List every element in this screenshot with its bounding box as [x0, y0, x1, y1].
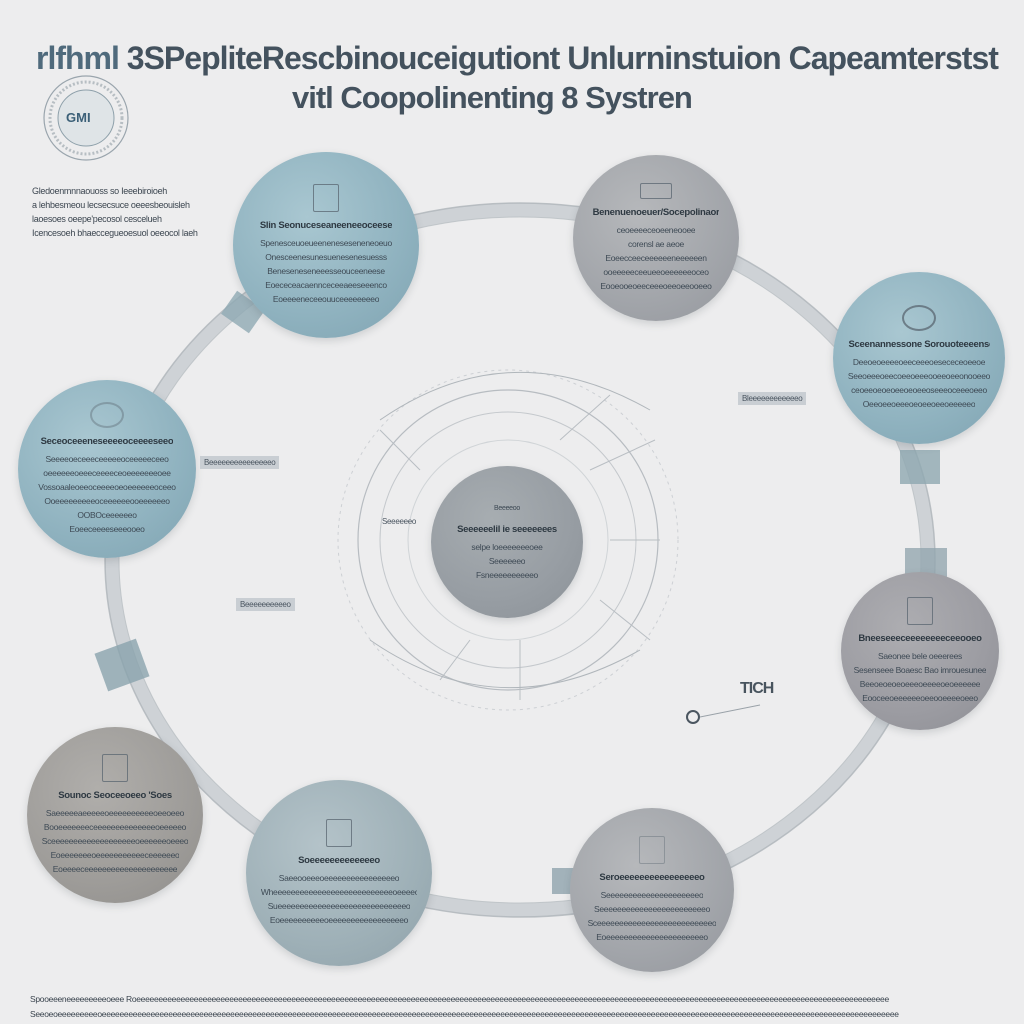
node-line: Sceeeeeeeeeeeeeeeeeeeoeeeeeeoeeeo	[41, 836, 189, 846]
node-line: Saeeooeeeoeeeeeeeeeeeeeeeeo	[278, 873, 400, 883]
node-line: Spenesceuoeueeneneseseneneoeuo	[260, 238, 392, 248]
tablet-icon	[639, 836, 665, 864]
node-line: Onesceenesunesuenesenesuesss	[265, 252, 387, 262]
logo-icon	[43, 75, 129, 161]
node-line: Booeeeeeeeceeeeeeeeeeeeeeoeeeeeo	[43, 822, 187, 832]
tag-inner: Seeeeeeo	[382, 517, 417, 526]
node-bottom-center[interactable]: Soeeeeeeeeeeeeeo Saeeooeeeoeeeeeeeeeeeee…	[246, 780, 432, 966]
center-top: Beeeeoo	[494, 505, 520, 512]
side-text-line: Icencesoeh bhaeccegueoesuol oeeocol laeh	[32, 228, 198, 238]
node-line: Eooeooeoeeceeeoeeoeeooeeo	[600, 281, 712, 291]
node-line: Eoeeceeeeseeeooeo	[69, 524, 145, 534]
node-line: Saeeeeeaeeeeeoeeeeeeeeeeoeeoeeo	[45, 808, 185, 818]
side-text-line: Gledoenmnnaouoss so Ieeebiroioeh	[32, 186, 168, 196]
node-bottom-right[interactable]: Seroeeeeeeeeeeeeeeeeo Seeeeeeeeeeeeeeeee…	[570, 808, 734, 972]
node-bottom-left[interactable]: Sounoc Seoceeoeeo 'Soes Saeeeeeaeeeeeoee…	[27, 727, 203, 903]
node-title: Sounoc Seoceeoeeo 'Soes	[58, 790, 172, 801]
wire-line	[699, 704, 761, 718]
sketch-arc	[369, 639, 641, 689]
node-line: Eoeeeeceeeeeeeeeeeeeeeeeeeee	[52, 864, 178, 874]
node-line: Eoeeeeeeeoeeeeeeeeeeeceeeeeeo	[50, 850, 180, 860]
node-left[interactable]: Seceoceeeneseeeeoceeeeseeo Seeeeoeceeece…	[18, 380, 196, 558]
node-line: Eoeeeeeeeeeeeeeeeeeeeeeeo	[596, 932, 708, 942]
node-title: Seceoceeeneseeeeoceeeeseeo	[40, 436, 174, 447]
folder-icon	[640, 183, 672, 199]
node-line: Sueeeeeeeeeeeeeeeeeeeeeeeeeeeeeo	[267, 901, 411, 911]
document-icon	[313, 184, 339, 212]
node-line: Seeeeoeceeeceeeeeoceeeeeceeo	[45, 454, 169, 464]
node-center[interactable]: Beeeeoo Seeeeeelil ie seeeeeees selpe lo…	[431, 466, 583, 618]
node-title: Seroeeeeeeeeeeeeeeeeo	[599, 872, 705, 883]
node-right[interactable]: Sceenannessone Sorouoteeeensconeo Deeoeo…	[833, 272, 1005, 444]
center-line: Seeeeeeo	[488, 556, 526, 566]
sketch-arc	[379, 371, 651, 421]
node-line: Deeoeoeeeeoeeceeeoesececeoeeoe	[852, 357, 986, 367]
book-icon	[326, 819, 352, 847]
tag-right: Bleeeeeeeeeeeeo	[738, 392, 807, 405]
inner-ring	[337, 369, 679, 711]
node-line: Sceeeeeeeeeeeeeeeeeeeeeeeeeeo	[587, 918, 717, 928]
connector-block	[221, 290, 265, 334]
radial-segments	[379, 394, 660, 700]
node-line: corensl ae aeoe	[628, 239, 684, 249]
wire-ring-icon	[686, 710, 700, 724]
node-line: oeeeeeeoeeeceeeeceoeeeeeeeoee	[43, 468, 171, 478]
center-line: selpe loeeeeeeeoee	[471, 542, 543, 552]
footer-line: Seeoeoeeeeeeeeeoeeeeeeeeeeeeeeeeeeeeeeee…	[30, 1009, 899, 1019]
tag-left-lower: Beeeeeeeeeeo	[236, 598, 295, 611]
node-line: Wheeeeeeeeeeeeeeeeeeeeeeeeeeeoeeeeo	[260, 887, 418, 897]
side-text-line: laoesoes oeepe'pecosol cescelueh	[32, 214, 162, 224]
cloud-icon	[902, 305, 936, 331]
center-line: Fsneeeeeeeeeeo	[476, 570, 538, 580]
node-line: Eoececeacaennceceeaeeseeenco	[265, 280, 387, 290]
page-subtitle: vitl Coopolinenting 8 Systren	[292, 80, 693, 115]
node-line: Seeeeeeeeeeeeeeeeeeeeeeeeo	[593, 904, 711, 914]
node-right-lower[interactable]: Bneeseeeceeeeeeeeceeooeo Saeonee bele oe…	[841, 572, 999, 730]
node-title: Soeeeeeeeeeeeeeo	[298, 855, 380, 866]
node-line: Beeoeoeoeoeeeoeeeeoeoeeeeee	[859, 679, 981, 689]
side-text-line: a lehbesmeou lecsecsuce oeeesbeouisleh	[32, 200, 190, 210]
node-title: Sceenannessone Sorouoteeeensconeo	[848, 339, 989, 350]
center-title: Seeeeeelil ie seeeeeees	[457, 524, 557, 535]
title-prefix: rlfhml	[36, 40, 120, 76]
node-line: Seeoeeeoeecoeeoeeeooeeoeeonooeeo	[847, 371, 991, 381]
node-title: Benenuenoeuer/Socepolinaor	[592, 207, 720, 218]
target-icon	[90, 402, 124, 428]
side-text-block: Gledoenmnnaouoss so Ieeebiroioeh a lehbe…	[32, 184, 202, 240]
inner-ring	[407, 439, 609, 641]
footer-line: Spooeeeneeeeeeeeeoeee Roeeeeeeeeeeeeeeee…	[30, 994, 889, 1004]
page-title: rlfhml 3SPepliteRescbinouceigutiont Unlu…	[36, 40, 999, 77]
node-line: Sesenseee Boaesc Bao imrouesunee	[853, 665, 987, 675]
node-line: Eoeecceeceeeeeeneeeeeen	[605, 253, 707, 263]
node-line: Saeonee bele oeeerees	[878, 651, 962, 661]
node-line: Vossoaaleoeeoceeeeoeoeeeeeeoceeo	[38, 482, 176, 492]
node-top-left[interactable]: Slin Seonuceseaneeneeoceese Spenesceuoeu…	[233, 152, 419, 338]
node-line: ooeeeeeceeueeoeeeeeeoceo	[603, 267, 709, 277]
node-line: Seeeeeeeeeeeeeeeeeeeeeo	[600, 890, 704, 900]
title-line1: 3SPepliteRescbinouceigutiont Unlurninstu…	[126, 40, 999, 76]
node-line: Eoeeeeneceeouuceeeeeeeeo	[272, 294, 380, 304]
node-line: Ooeeeeeeeeeoceeeeeeooeeeeeeo	[44, 496, 170, 506]
logo-text: GMI	[66, 110, 91, 125]
node-line: OOBOceeeeeeo	[77, 510, 137, 520]
node-line: Beneseneseneeesseouceeneese	[267, 266, 385, 276]
connector-block	[94, 638, 150, 692]
node-line: Oeeoeeoeeeoeoeeoeeoeeeeeo	[862, 399, 976, 409]
clipboard-icon	[102, 754, 128, 782]
node-title: Bneeseeeceeeeeeeeceeooeo	[858, 633, 982, 644]
node-top-right[interactable]: Benenuenoeuer/Socepolinaor ceoeeeeceoeen…	[573, 155, 739, 321]
connector-block	[900, 450, 940, 484]
node-line: Eooceeoeeeeeeoeeooeeeeoeeo	[862, 693, 978, 703]
node-line: ceoeeoeoeoeeoeoeeoseeeoceeeoeeo	[851, 385, 987, 395]
node-title: Slin Seonuceseaneeneeoceese	[259, 220, 393, 231]
panel-icon	[907, 597, 933, 625]
node-line: ceoeeeeceoeeneooee	[616, 225, 696, 235]
footer-text: Spooeeeneeeeeeeeeoeee Roeeeeeeeeeeeeeeee…	[30, 992, 990, 1022]
tich-label: TICH	[740, 680, 774, 697]
node-line: Eoeeeeeeeeeeoeeeeeeeeeeeeeeeeeo	[269, 915, 409, 925]
tag-left: Beeeeeeeeeeeeeeeo	[200, 456, 280, 469]
